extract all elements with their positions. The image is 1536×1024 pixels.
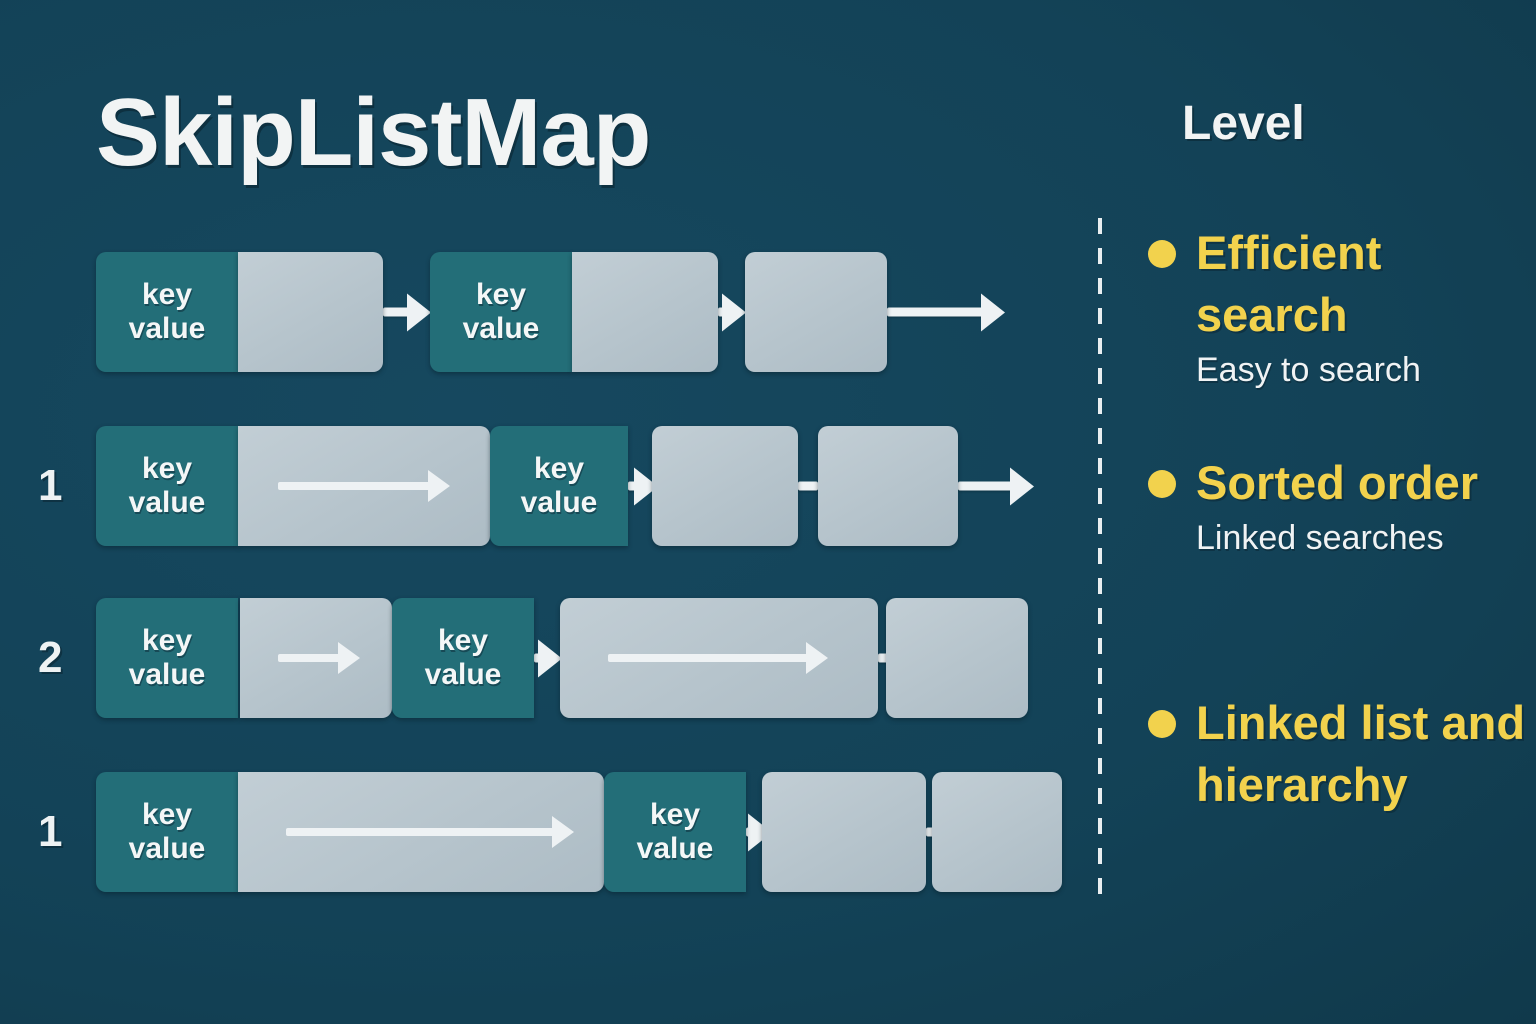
node-key-label: key: [437, 624, 489, 658]
node-connector: [798, 481, 818, 491]
next-pointer-arrow: [534, 653, 540, 663]
node-key-label: key: [533, 452, 585, 486]
skip-pointer-arrow: [278, 654, 340, 662]
empty-node: [818, 426, 958, 546]
node-value-label: value: [520, 486, 598, 519]
empty-node: [238, 426, 490, 546]
node-key-label: key: [141, 452, 193, 486]
empty-node: [238, 252, 383, 372]
page-title: SkipListMap: [96, 79, 651, 186]
bullet-dot-icon: [1148, 470, 1176, 498]
node-key-label: key: [141, 798, 193, 832]
empty-node: [240, 598, 392, 718]
empty-node: [560, 598, 878, 718]
node-connector: [926, 827, 936, 837]
node-value-label: value: [128, 658, 206, 691]
node-value-label: value: [636, 832, 714, 865]
node-value-label: value: [128, 486, 206, 519]
node-key-label: key: [475, 278, 527, 312]
feature-bullet-item: Linked list and hierarchy: [1140, 692, 1536, 816]
node-value-label: value: [128, 832, 206, 865]
empty-node: [652, 426, 798, 546]
node-value-label: value: [424, 658, 502, 691]
bullet-dot-icon: [1148, 240, 1176, 268]
node-key-label: key: [141, 278, 193, 312]
feature-subtitle: Easy to search: [1196, 351, 1421, 390]
level-label: 1: [38, 807, 63, 856]
vertical-dashed-divider: [1098, 218, 1102, 908]
node-key-label: key: [649, 798, 701, 832]
feature-subtitle: Linked searches: [1196, 519, 1444, 558]
skip-pointer-arrow: [286, 828, 554, 836]
node-value-label: value: [462, 312, 540, 345]
empty-node: [886, 598, 1028, 718]
node-connector: [878, 653, 888, 663]
next-pointer-arrow: [383, 307, 409, 317]
node-value-label: value: [128, 312, 206, 345]
bullet-dot-icon: [1148, 710, 1176, 738]
empty-node: [932, 772, 1062, 892]
next-pointer-arrow: [718, 307, 724, 317]
node-key-label: key: [141, 624, 193, 658]
next-pointer-arrow: [746, 827, 750, 837]
level-label: 1: [38, 461, 63, 510]
feature-title: Efficient search: [1196, 226, 1382, 342]
skip-pointer-arrow: [608, 654, 808, 662]
skip-pointer-arrow: [278, 482, 430, 490]
next-pointer-arrow: [958, 481, 1012, 491]
next-pointer-arrow: [887, 307, 983, 317]
empty-node: [238, 772, 604, 892]
level-label: 2: [38, 633, 63, 682]
empty-node: [762, 772, 926, 892]
feature-title: Sorted order: [1196, 456, 1479, 509]
next-pointer-arrow: [628, 481, 636, 491]
feature-title: Linked list and hierarchy: [1196, 696, 1526, 812]
empty-node: [572, 252, 718, 372]
panel-heading: Level: [1182, 97, 1305, 150]
empty-node: [745, 252, 887, 372]
